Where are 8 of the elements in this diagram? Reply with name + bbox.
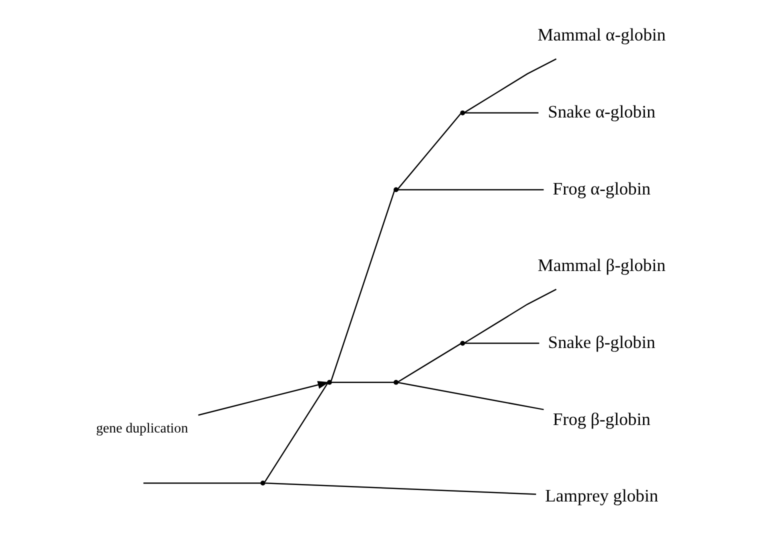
node-text: Frog β-globin xyxy=(552,408,650,429)
node-text: Mammal β-globin xyxy=(537,255,666,276)
node-text: Frog α-globin xyxy=(552,178,650,198)
node-text: gene duplication xyxy=(96,420,188,436)
node-text: Lamprey globin xyxy=(544,486,658,506)
node-text: Mammal α-globin xyxy=(537,24,666,45)
node-text: Snake β-globin xyxy=(548,332,655,352)
node-text: Snake α-globin xyxy=(547,102,655,122)
